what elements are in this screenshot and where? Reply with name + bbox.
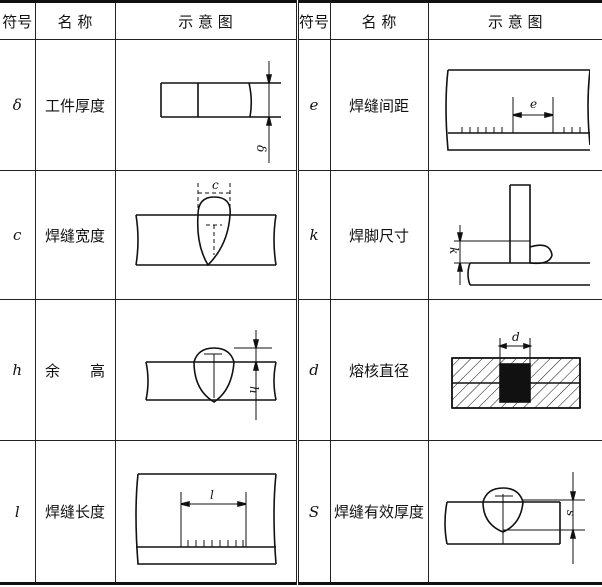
svg-text:e: e — [530, 97, 537, 111]
header-name: 名 称 — [34, 1, 116, 40]
diagram-reinforcement: h — [114, 299, 299, 441]
svg-text:s: s — [564, 510, 578, 516]
diagram-weld-spacing: e — [427, 39, 602, 171]
name-cell: 焊缝间距 — [329, 39, 429, 171]
name-cell: 焊脚尺寸 — [329, 170, 429, 300]
diagram-effective-thickness: s — [427, 440, 602, 584]
name-cell: 余 高 — [34, 299, 116, 441]
header-diagram: 示 意 图 — [114, 1, 299, 40]
diagram-leg-size: k — [427, 170, 602, 300]
symbol-cell: d — [296, 299, 331, 441]
name-cell: 熔核直径 — [329, 299, 429, 441]
symbol-cell: c — [0, 170, 36, 300]
name-cell: 工件厚度 — [34, 39, 116, 171]
header-diagram: 示 意 图 — [427, 1, 602, 40]
header-row: 符号 名 称 示 意 图 符号 名 称 示 意 图 — [0, 1, 602, 40]
table-row: l 焊缝长度 l S 焊缝有效厚度 s — [0, 440, 602, 584]
symbol-cell: h — [0, 299, 36, 441]
header-name: 名 称 — [329, 1, 429, 40]
diagram-weld-width: c — [114, 170, 299, 300]
diagram-thickness: δ — [114, 39, 299, 171]
svg-text:δ: δ — [254, 145, 268, 152]
name-cell: 焊缝宽度 — [34, 170, 116, 300]
symbol-cell: δ — [0, 39, 36, 171]
table-row: h 余 高 h d 熔核直径 d — [0, 299, 602, 441]
header-symbol: 符号 — [296, 1, 331, 40]
symbol-cell: k — [296, 170, 331, 300]
name-cell: 焊缝有效厚度 — [329, 440, 429, 584]
svg-text:c: c — [212, 178, 219, 192]
table-row: δ 工件厚度 δ e 焊缝间距 e — [0, 39, 602, 171]
header-symbol: 符号 — [0, 1, 36, 40]
symbol-cell: l — [0, 440, 36, 584]
symbol-cell: S — [296, 440, 331, 584]
table-row: c 焊缝宽度 c k 焊脚尺寸 k — [0, 170, 602, 300]
svg-text:d: d — [512, 330, 520, 344]
svg-text:l: l — [210, 488, 214, 502]
symbol-cell: e — [296, 39, 331, 171]
name-cell: 焊缝长度 — [34, 440, 116, 584]
svg-text:h: h — [247, 386, 261, 394]
svg-text:k: k — [447, 247, 461, 254]
diagram-weld-length: l — [114, 440, 299, 584]
diagram-nugget-diameter: d — [427, 299, 602, 441]
